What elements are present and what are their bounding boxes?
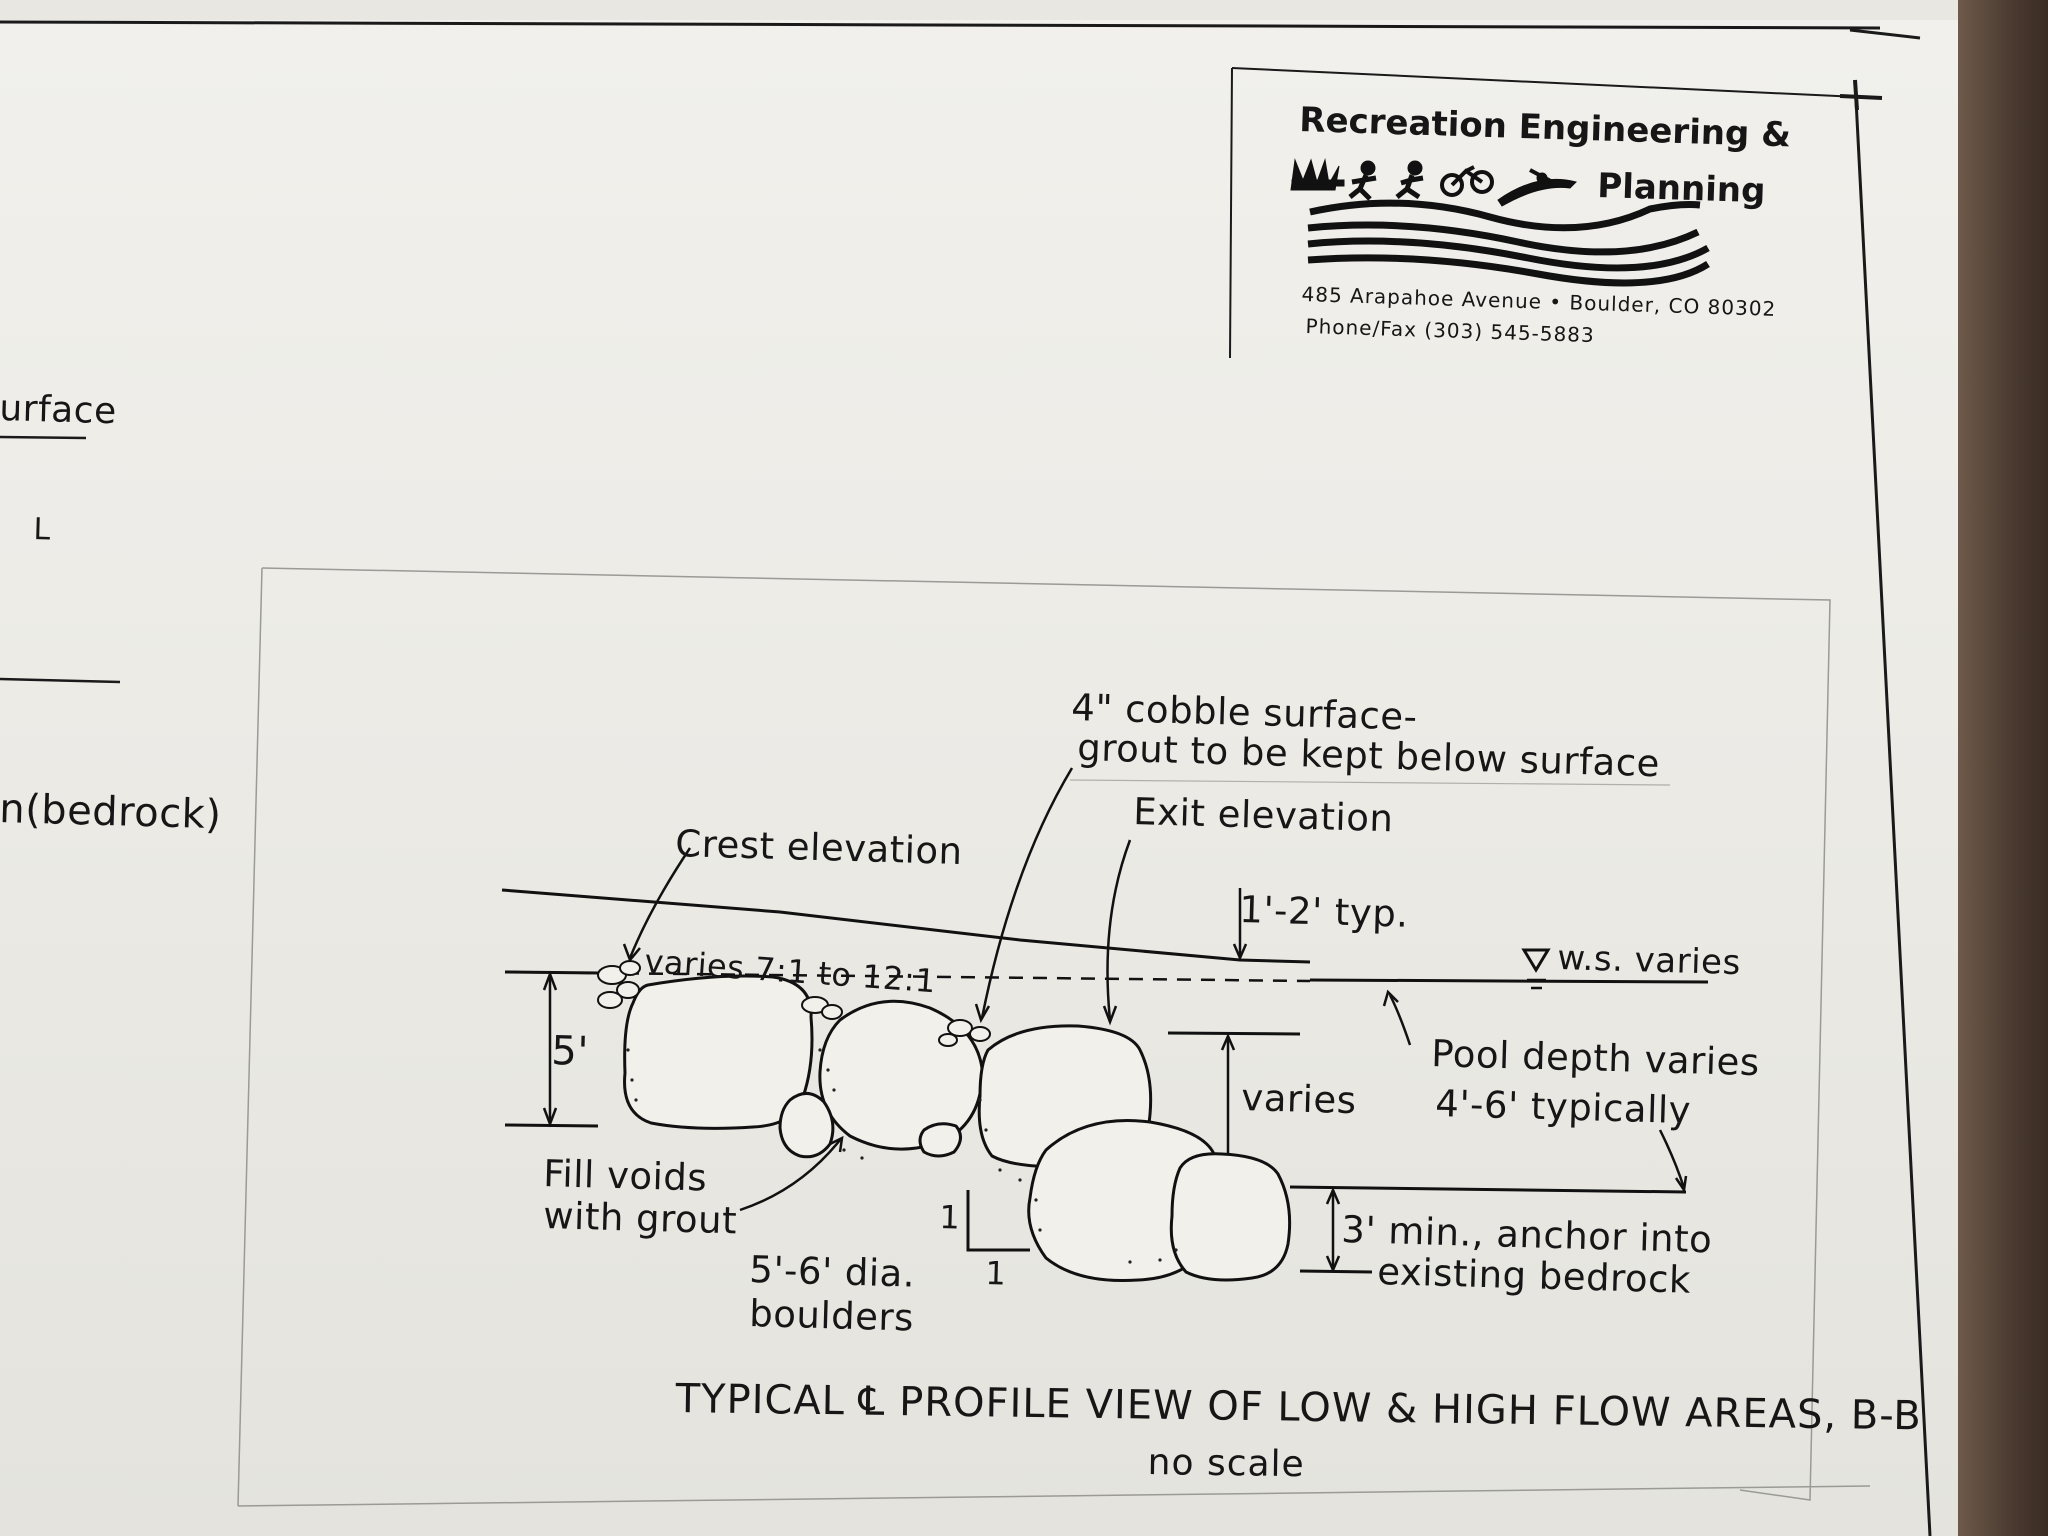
sheet-top-border [0,20,1881,30]
exit-elevation-label: Exit elevation [1132,790,1394,841]
bedrock-fragment: n(bedrock) [0,786,223,839]
slope-ratio-symbol [966,1190,1030,1252]
anchor-line2: existing bedrock [1376,1250,1692,1302]
cobble-leader [980,767,1074,1019]
wave-icon [1307,199,1710,287]
pool-depth-line1: Pool depth varies [1430,1032,1761,1085]
cobbles [597,960,991,1047]
frame-edge [1958,0,2048,1536]
pool-depth-line2: 4'-6' typically [1434,1082,1692,1133]
crest-leader [628,847,692,959]
tree-icon [1290,158,1345,191]
runner-icon [1348,160,1377,201]
height-label: 5' [550,1028,590,1076]
pool-leader [1388,994,1412,1046]
downstream-water-surface [1309,978,1709,984]
detail-border [261,567,1831,1501]
boulder-small-1 [778,1092,835,1159]
ratio-horizontal: 1 [984,1254,1007,1293]
crest-elevation-label: Crest elevation [674,822,964,874]
fill-voids-line2: with grout [542,1194,738,1243]
cyclist-icon [1440,165,1494,197]
leader-arrows [622,767,1412,1212]
title-block-left [1229,67,1233,359]
fill-voids-line1: Fill voids [542,1152,708,1200]
water-surface-symbol [1521,948,1551,973]
company-logo [1290,158,1710,287]
exit-leader [1106,839,1132,1021]
l-fragment: L [33,512,52,548]
boulders-line2: boulders [748,1292,915,1340]
runner2-icon [1395,160,1424,200]
grout-leader [739,1139,841,1212]
boulder-5 [1169,1152,1292,1282]
boulder-small-2 [918,1122,962,1158]
kayak-icon [1497,168,1577,207]
drawing-scale-note: no scale [1147,1442,1306,1486]
sheet-right-border [1853,79,1932,1536]
title-block-top [1231,67,1881,99]
drawing-sheet [0,20,1960,1536]
boulders-line1: 5'-6' dia. [748,1248,916,1296]
boulder-1 [623,974,814,1130]
pool-bottom-line [1289,1185,1687,1194]
surface-fragment: urface [0,388,118,433]
company-name-line2: Planning [1596,166,1767,212]
typ-dimension-label: 1'-2' typ. [1238,888,1410,936]
upstream-water-surface [501,888,1311,964]
grout-fill [626,1048,1178,1264]
ws-varies-label: w.s. varies [1556,938,1742,984]
varies-label: varies [1240,1076,1358,1123]
ratio-vertical: 1 [938,1198,961,1237]
